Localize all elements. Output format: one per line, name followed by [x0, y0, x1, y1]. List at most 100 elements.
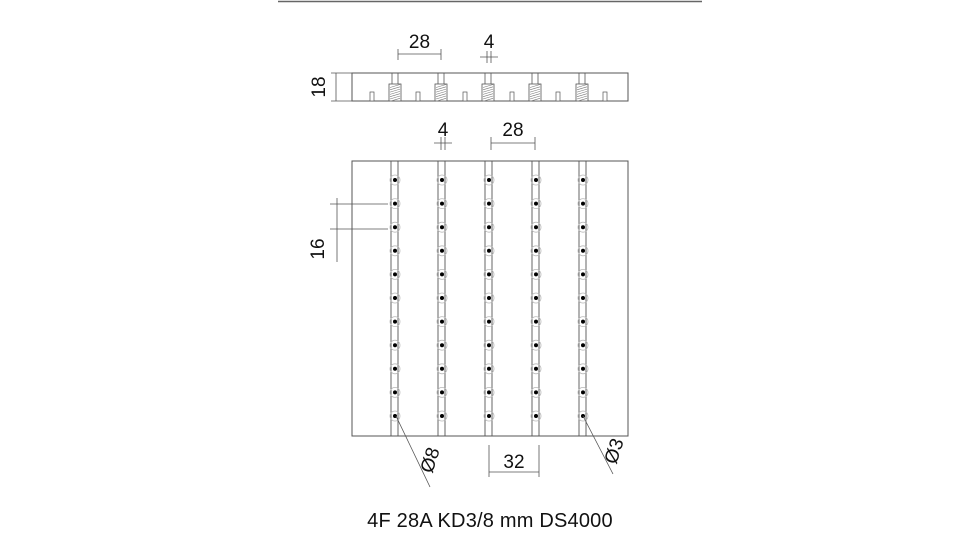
hole-ring	[436, 268, 448, 280]
hole-ring	[389, 245, 401, 257]
hole-dot	[487, 343, 491, 348]
groove	[436, 161, 448, 436]
hole-dot	[581, 319, 585, 324]
hole-dot	[440, 390, 444, 395]
hole-ring	[483, 221, 495, 233]
hole-ring	[577, 339, 589, 351]
plan-dim-spacing-label: 16	[308, 238, 329, 259]
hole-dot	[534, 248, 538, 253]
hole-ring	[436, 174, 448, 186]
hole-dot	[440, 366, 444, 371]
leader-hole-small-label: Ø3	[601, 436, 629, 467]
plan-dim-bottom	[488, 445, 540, 477]
plan-dim-gap-label: 4	[438, 120, 449, 141]
plan-dim-spacing	[330, 198, 388, 262]
hole-dot	[393, 319, 397, 324]
hole-ring	[436, 316, 448, 328]
hole-ring	[389, 268, 401, 280]
hole-dot	[440, 319, 444, 324]
hole-dot	[393, 366, 397, 371]
section-rail	[481, 73, 495, 102]
hole-ring	[389, 198, 401, 210]
hole-dot	[581, 272, 585, 277]
hole-ring	[577, 410, 589, 422]
groove	[577, 161, 589, 436]
hole-ring	[483, 245, 495, 257]
plan-dim-gap	[434, 137, 452, 150]
section-notch	[369, 91, 375, 102]
plan-dim-width	[490, 137, 536, 150]
leader-hole-large	[395, 415, 431, 488]
groove	[483, 161, 495, 436]
groove	[389, 161, 401, 436]
hole-ring	[436, 339, 448, 351]
hole-dot	[440, 296, 444, 300]
section-view	[351, 72, 629, 102]
hole-dot	[393, 272, 397, 277]
hole-dot	[534, 319, 538, 324]
hole-dot	[534, 366, 538, 371]
hole-dot	[487, 296, 491, 300]
hole-ring	[530, 174, 542, 186]
hole-dot	[581, 390, 585, 395]
hole-ring	[483, 339, 495, 351]
drawing-caption: 4F 28A KD3/8 mm DS4000	[367, 510, 613, 532]
hole-dot	[440, 201, 444, 206]
hole-dot	[487, 248, 491, 253]
hole-dot	[534, 414, 538, 418]
section-dim-width	[397, 49, 442, 60]
section-notch	[602, 91, 608, 102]
section-rail	[528, 73, 542, 102]
hole-dot	[487, 201, 491, 206]
hole-dot	[393, 343, 397, 348]
hole-ring	[530, 363, 542, 375]
hole-dot	[440, 414, 444, 418]
hole-dot	[393, 390, 397, 395]
hole-dot	[581, 248, 585, 253]
section-notch	[555, 91, 561, 102]
hole-ring	[436, 292, 448, 304]
hole-ring	[389, 363, 401, 375]
hole-ring	[577, 198, 589, 210]
hole-ring	[389, 386, 401, 398]
hole-dot	[581, 343, 585, 348]
hole-ring	[483, 292, 495, 304]
hole-ring	[577, 268, 589, 280]
hole-ring	[530, 410, 542, 422]
hole-ring	[436, 386, 448, 398]
section-dim-width-label: 28	[409, 32, 430, 53]
leader-hole-small	[582, 415, 614, 475]
hole-dot	[440, 248, 444, 253]
hole-dot	[393, 248, 397, 253]
hole-dot	[440, 272, 444, 277]
hole-dot	[534, 225, 538, 230]
section-dim-height-label: 18	[309, 76, 330, 97]
hole-ring	[436, 221, 448, 233]
hole-dot	[581, 201, 585, 206]
hole-dot	[534, 201, 538, 206]
plan-grooves	[389, 161, 589, 436]
section-rail	[388, 73, 402, 102]
hole-dot	[393, 225, 397, 230]
hole-ring	[577, 292, 589, 304]
hole-ring	[530, 245, 542, 257]
hole-ring	[530, 198, 542, 210]
hole-dot	[393, 414, 397, 418]
hole-dot	[534, 178, 538, 182]
hole-dot	[487, 272, 491, 277]
hole-dot	[534, 343, 538, 348]
section-notch	[415, 91, 421, 102]
hole-dot	[393, 201, 397, 206]
hole-ring	[483, 386, 495, 398]
hole-dot	[534, 296, 538, 300]
hole-ring	[389, 174, 401, 186]
hole-ring	[436, 245, 448, 257]
hole-ring	[389, 292, 401, 304]
hole-ring	[389, 316, 401, 328]
hole-dot	[581, 366, 585, 371]
hole-ring	[436, 410, 448, 422]
hole-dot	[487, 366, 491, 371]
hole-ring	[530, 339, 542, 351]
hole-dot	[534, 272, 538, 277]
